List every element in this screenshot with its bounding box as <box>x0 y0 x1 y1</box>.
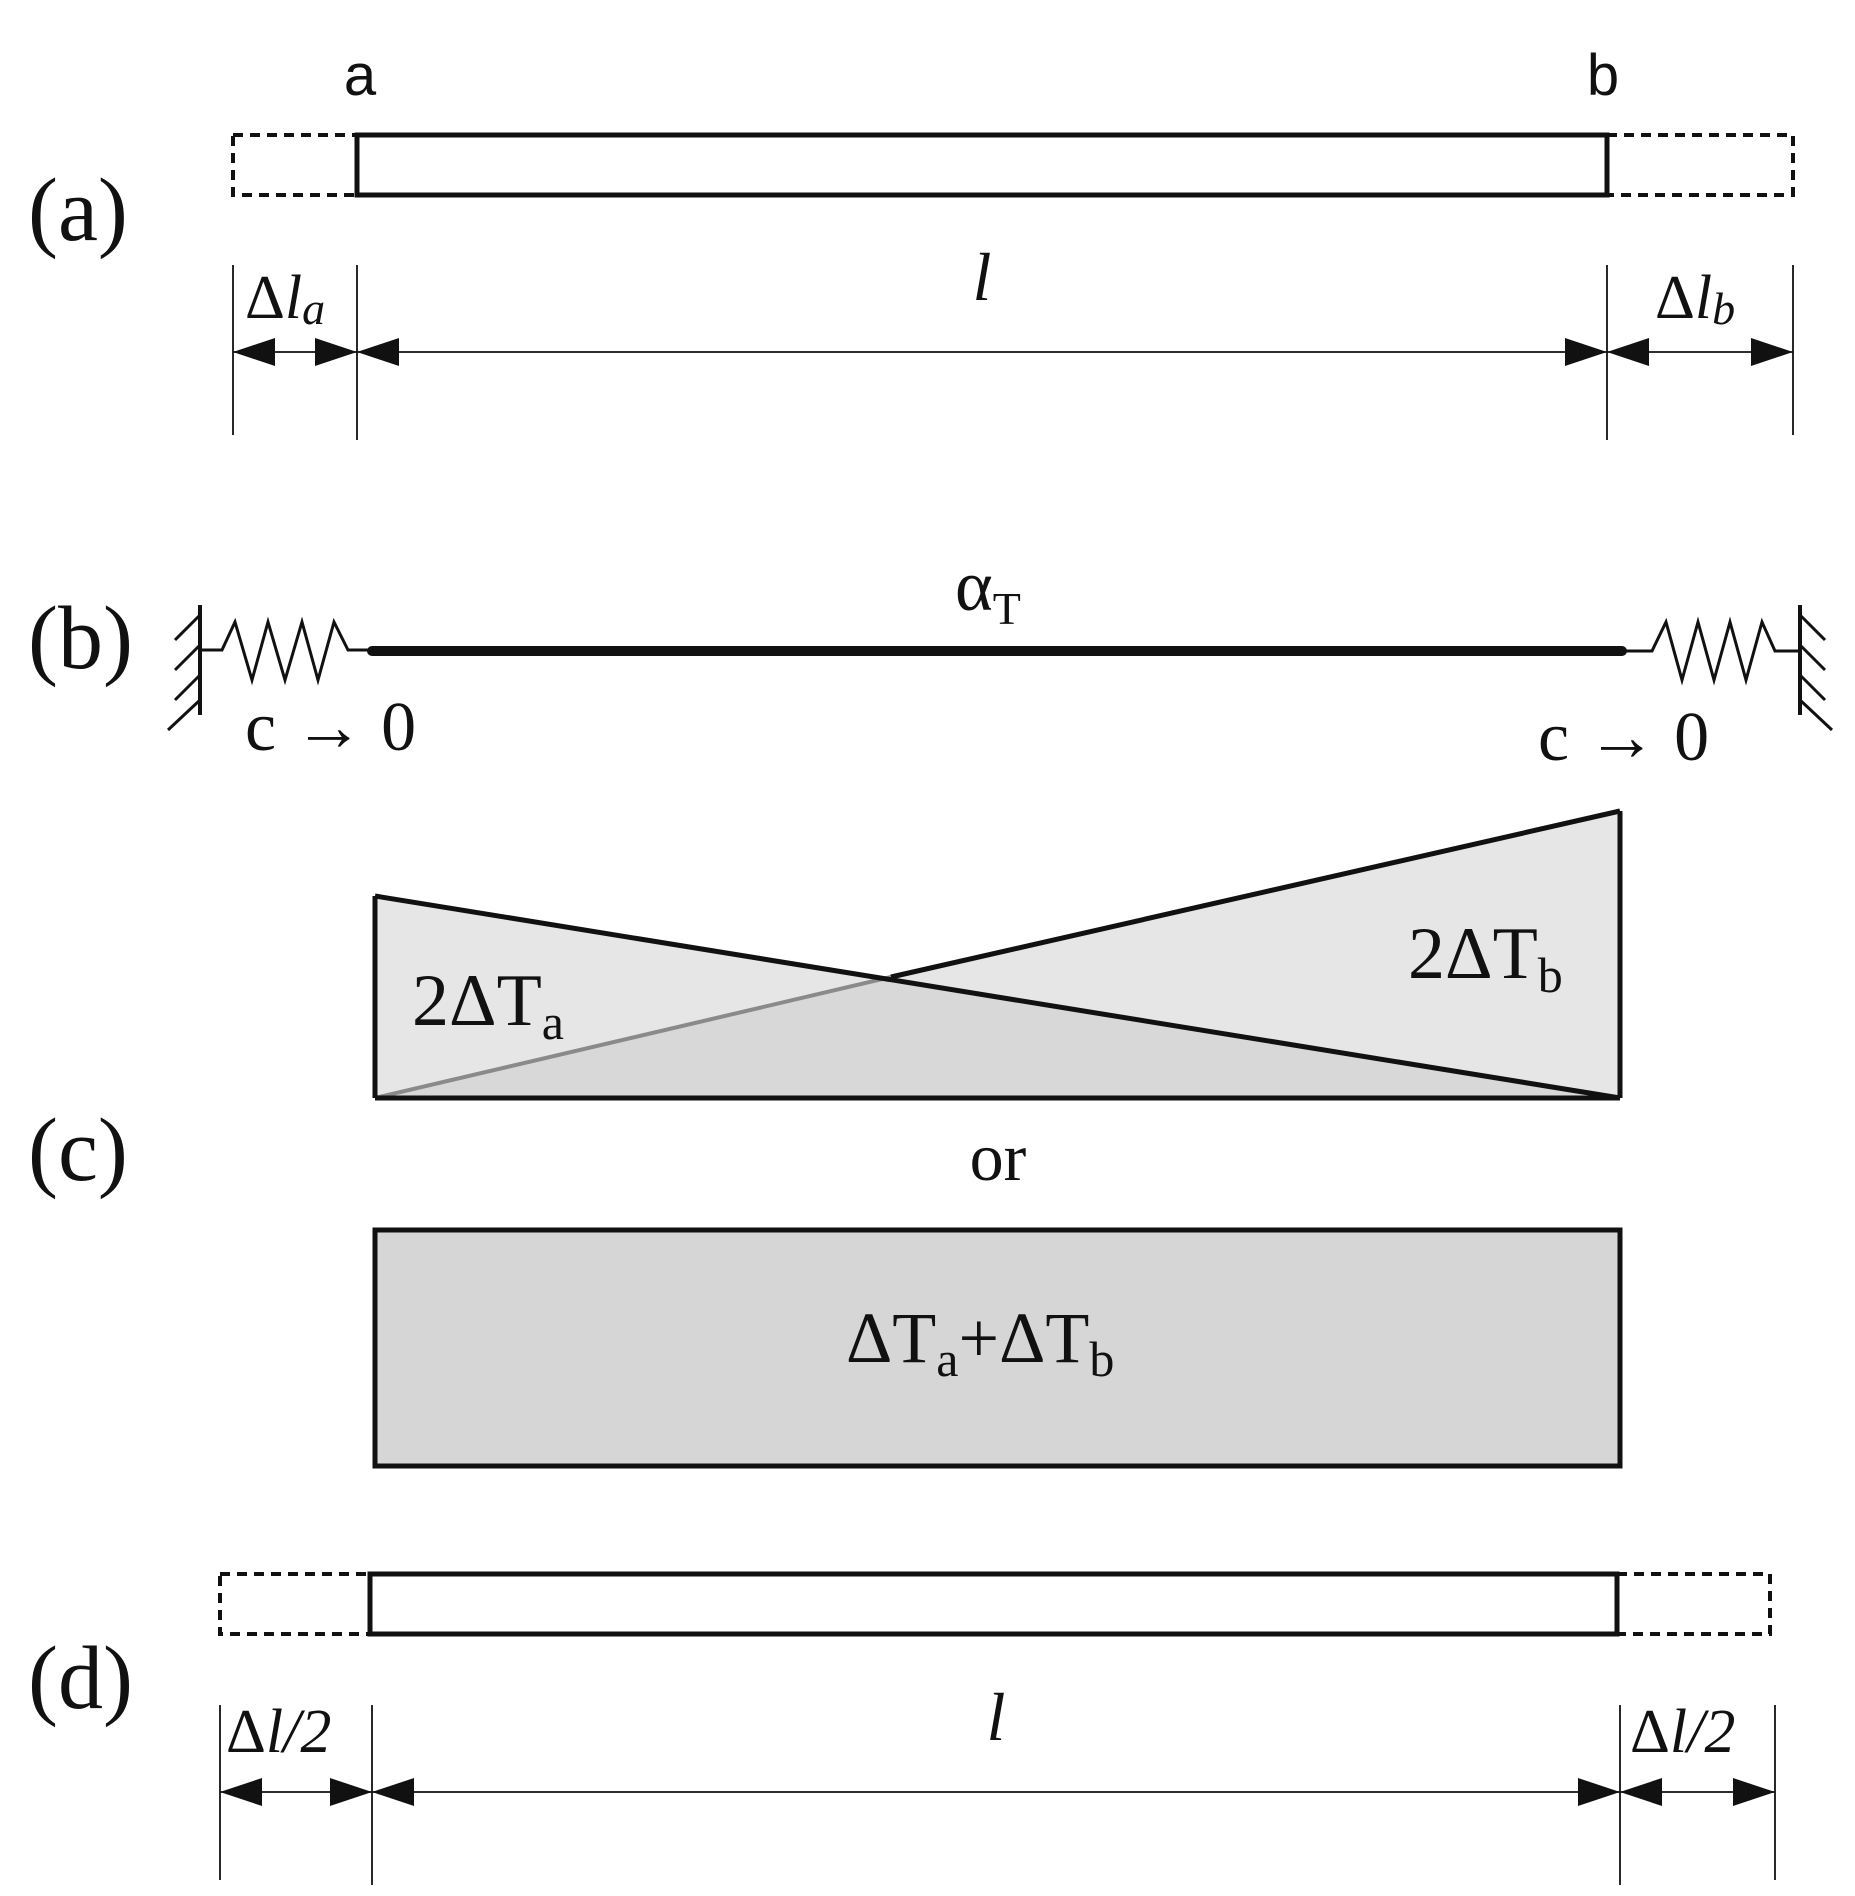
support-hatch-icon <box>166 613 202 732</box>
label-sub: a <box>936 1331 958 1387</box>
sum-delta-t-label: ΔTa+ΔTb <box>846 1298 1114 1387</box>
dim-sub: a <box>302 283 325 334</box>
dim-delta: Δ <box>1655 264 1695 332</box>
arrowhead-icon <box>372 1778 414 1806</box>
label-main: 2ΔT <box>412 960 542 1042</box>
alpha-sub: T <box>993 583 1021 634</box>
dim-label-half-left: Δl/2 <box>226 1698 331 1766</box>
dim-var: l <box>1695 264 1712 332</box>
arrowhead-icon <box>357 338 399 366</box>
bar-extension-left <box>218 1572 372 1636</box>
alpha-symbol: α <box>955 546 993 626</box>
spring-right-icon <box>1622 616 1798 686</box>
dim-delta: Δ <box>245 264 285 332</box>
arrowhead-icon <box>220 1778 262 1806</box>
arrowhead-icon <box>315 338 357 366</box>
label-main: +ΔT <box>958 1298 1089 1378</box>
bar-original <box>354 132 1610 198</box>
panel-a-label: (a) <box>28 161 128 260</box>
arrowhead-icon <box>1565 338 1607 366</box>
dim-label-l: l <box>987 1679 1006 1755</box>
arrowhead-icon <box>1751 338 1793 366</box>
dim-var: l/2 <box>1670 1698 1735 1766</box>
end-a-label: a <box>344 43 377 108</box>
arrowhead-icon <box>1733 1778 1775 1806</box>
label-main: ΔT <box>846 1298 936 1378</box>
spring-left-icon <box>200 616 372 686</box>
or-label: or <box>970 1119 1027 1195</box>
panel-d-label: (d) <box>28 1629 133 1728</box>
end-b-label: b <box>1587 43 1619 108</box>
panel-d: (d) Δl/2 l Δl/2 <box>28 1571 1776 1885</box>
gray-diagonal <box>374 975 892 1100</box>
panel-a: (a) a b Δla l Δlb <box>28 43 1795 440</box>
label-sub: a <box>542 994 564 1050</box>
spring-left-label: c → 0 <box>245 689 416 766</box>
dim-var: l/2 <box>266 1698 331 1766</box>
dim-delta: Δ <box>226 1698 266 1766</box>
dim-label-delta-la: Δla <box>245 264 325 334</box>
dim-sub: b <box>1712 283 1735 334</box>
bar-original <box>367 1571 1620 1637</box>
arrowhead-icon <box>233 338 275 366</box>
label-main: 2ΔT <box>1408 913 1538 995</box>
bar-extension-right <box>1615 1572 1772 1636</box>
dim-label-delta-lb: Δlb <box>1655 264 1735 334</box>
delta-ta-label: 2ΔTa <box>412 960 564 1050</box>
alpha-t-label: αT <box>955 546 1021 634</box>
support-hatch-icon <box>1798 613 1834 732</box>
panel-b: (b) αT c → 0 c → 0 <box>28 546 1834 776</box>
panel-c-label: (c) <box>28 1101 128 1200</box>
label-sub: b <box>1089 1331 1114 1387</box>
black-diagonal <box>890 808 1621 980</box>
arrowhead-icon <box>1620 1778 1662 1806</box>
spring-right-label: c → 0 <box>1538 699 1709 776</box>
panel-c: (c) 2ΔTa 2ΔTb or ΔTa+ΔTb <box>28 808 1623 1469</box>
bar-extension-right <box>1605 133 1795 197</box>
black-diagonal <box>374 893 1621 1101</box>
arrowhead-icon <box>330 1778 372 1806</box>
dim-delta: Δ <box>1630 1698 1670 1766</box>
bar-extension-left <box>231 133 359 197</box>
temperature-overlap <box>375 977 1620 1098</box>
delta-tb-label: 2ΔTb <box>1408 913 1563 1003</box>
arrowhead-icon <box>1607 338 1649 366</box>
panel-b-label: (b) <box>28 589 133 688</box>
dim-var: l <box>285 264 302 332</box>
dim-label-l: l <box>973 239 992 315</box>
dim-label-half-right: Δl/2 <box>1630 1698 1735 1766</box>
uniform-temperature-block <box>372 1227 1623 1469</box>
label-sub: b <box>1538 947 1563 1003</box>
arrowhead-icon <box>1578 1778 1620 1806</box>
